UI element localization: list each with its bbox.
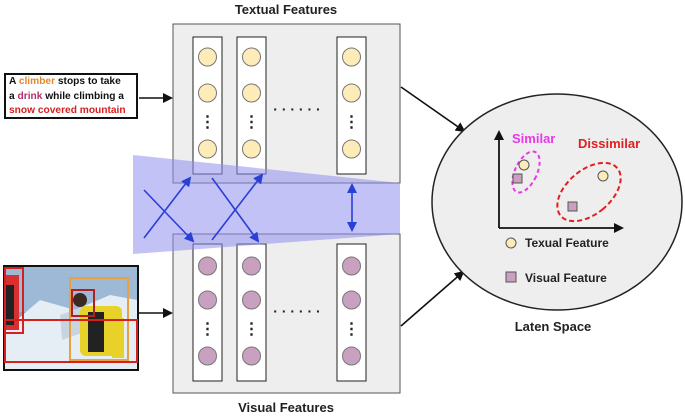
- arrow-icon: [400, 270, 465, 327]
- arrow-icon: [400, 86, 466, 133]
- text-feature-node: [342, 139, 361, 159]
- caption-text: stops to take: [55, 76, 121, 87]
- vertical-dots-icon: ⋮: [200, 321, 216, 338]
- caption-word-climber: climber: [18, 76, 56, 87]
- text-feature-node: [198, 83, 217, 103]
- textual-columns: ⋮ ⋮ ⋮ · · · · · ·: [192, 36, 367, 175]
- caption-text: a: [9, 90, 18, 102]
- caption-line-1: A climber stops to take: [9, 75, 133, 90]
- dissimilar-cluster: [556, 161, 622, 223]
- caption-box: A climber stops to take a drink while cl…: [4, 73, 138, 119]
- dissimilar-text-point: [597, 170, 609, 182]
- visual-features-title: Visual Features: [238, 400, 334, 415]
- visual-feature-node: [242, 256, 261, 276]
- visual-feature-node: [198, 256, 217, 276]
- caption-line-2: a drink while climbing a: [9, 90, 133, 105]
- similar-label: Similar: [512, 131, 555, 146]
- text-feature-node: [198, 139, 217, 159]
- legend-text-label: Texual Feature: [525, 236, 609, 250]
- visual-feature-node: [342, 290, 361, 310]
- visual-columns: ⋮ ⋮ ⋮ · · · · · ·: [192, 243, 367, 382]
- dots-ellipsis-icon: · · · · · ·: [273, 101, 320, 117]
- vertical-dots-icon: ⋮: [344, 114, 360, 131]
- caption-word-drink: drink: [17, 90, 43, 102]
- caption-line-3: snow covered mountain: [9, 105, 126, 117]
- vertical-dots-icon: ⋮: [244, 321, 260, 338]
- text-feature-node: [242, 83, 261, 103]
- visual-nodes: ⋮ ⋮ ⋮: [198, 256, 361, 366]
- similar-text-point: [518, 159, 530, 171]
- legend-visual-label: Visual Feature: [525, 271, 607, 285]
- legend-text-icon: [505, 237, 517, 249]
- visual-feature-node: [242, 290, 261, 310]
- text-feature-node: [242, 139, 261, 159]
- visual-feature-node: [198, 346, 217, 366]
- textual-nodes: ⋮ ⋮ ⋮: [198, 47, 361, 159]
- caption-text: while climbing a: [42, 90, 124, 102]
- caption-text: A: [9, 76, 19, 87]
- visual-feature-node: [342, 346, 361, 366]
- textual-features-title: Textual Features: [235, 2, 337, 17]
- visual-feature-node: [342, 256, 361, 276]
- visual-feature-node: [198, 290, 217, 310]
- dissimilar-visual-point: [567, 201, 578, 212]
- dissimilar-label: Dissimilar: [578, 136, 640, 151]
- text-feature-node: [342, 47, 361, 67]
- similar-cluster: [511, 150, 541, 194]
- cross-attention-arrows: [143, 173, 357, 243]
- dots-ellipsis-icon: · · · · · ·: [273, 303, 320, 319]
- visual-feature-node: [242, 346, 261, 366]
- vertical-dots-icon: ⋮: [200, 114, 216, 131]
- text-feature-node: [242, 47, 261, 67]
- climber-photo: [3, 265, 139, 371]
- latent-space-ellipse: [431, 93, 683, 311]
- vertical-dots-icon: ⋮: [244, 114, 260, 131]
- text-feature-node: [342, 83, 361, 103]
- vertical-dots-icon: ⋮: [344, 321, 360, 338]
- similar-visual-point: [512, 173, 523, 184]
- text-feature-node: [198, 47, 217, 67]
- latent-space-title: Laten Space: [515, 319, 592, 334]
- latent-space: Similar Dissimilar Texual Feature Visual…: [431, 93, 683, 311]
- legend-visual-icon: [505, 271, 517, 283]
- cross-attention-band: [133, 155, 400, 254]
